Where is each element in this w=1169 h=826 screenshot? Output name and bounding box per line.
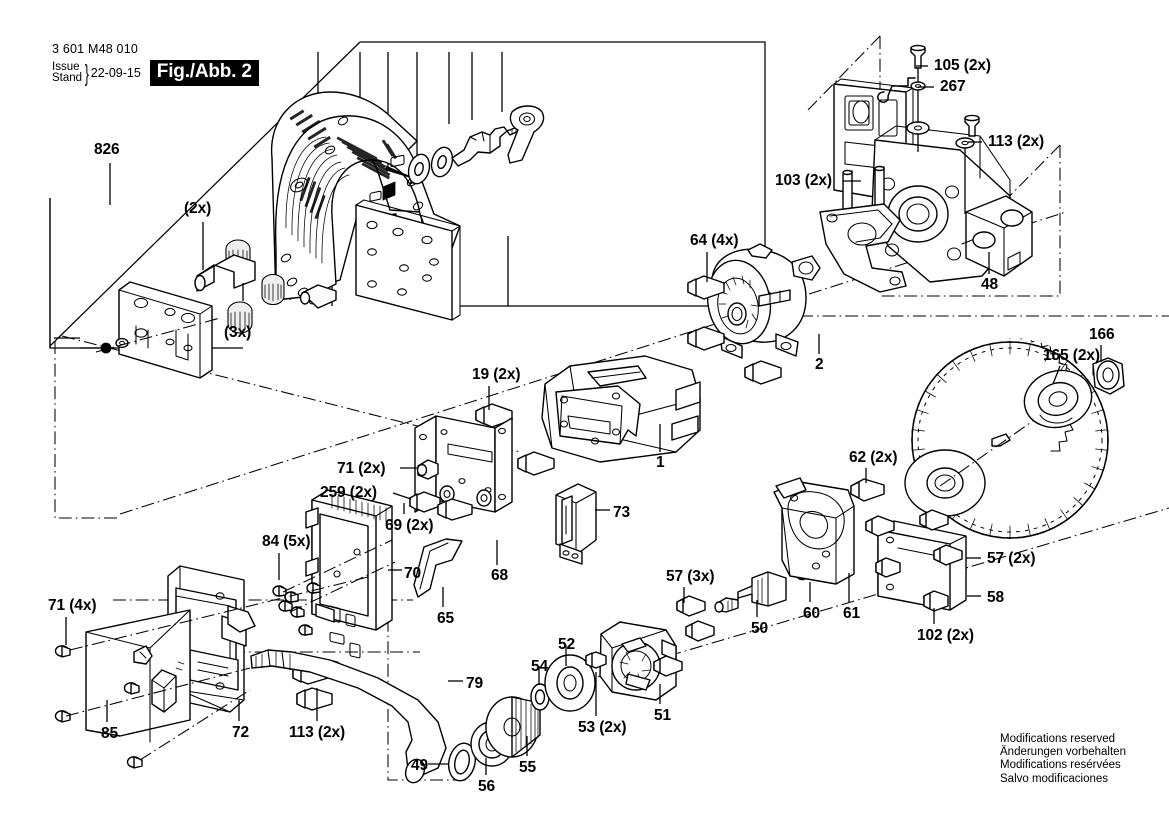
part-85-cover-plate bbox=[85, 609, 191, 743]
part-64-bolts bbox=[687, 275, 782, 385]
callout-68: 68 bbox=[491, 567, 509, 584]
callout-267: 267 bbox=[940, 78, 966, 95]
callout-61: 61 bbox=[843, 605, 861, 622]
callout-73: 73 bbox=[613, 504, 631, 521]
callout-165: 165 (2x) bbox=[1043, 347, 1100, 364]
callout-49: 49 bbox=[411, 757, 429, 774]
footer-line-es: Salvo modificaciones bbox=[1000, 772, 1109, 785]
callout-65: 65 bbox=[437, 610, 455, 627]
callout-166: 166 bbox=[1089, 326, 1115, 343]
footer-line-de: Änderungen vorbehalten bbox=[1000, 746, 1126, 759]
callout-2: 2 bbox=[815, 356, 824, 373]
part-50-spindle bbox=[714, 571, 787, 613]
callout-19: 19 (2x) bbox=[472, 366, 521, 383]
callout-105: 105 (2x) bbox=[934, 57, 991, 74]
part-65-trim bbox=[413, 538, 463, 598]
part-84-screws bbox=[272, 539, 396, 636]
part-267-clip bbox=[877, 77, 926, 103]
callout-56: 56 bbox=[478, 778, 496, 795]
callout-51: 51 bbox=[654, 707, 672, 724]
callout-259: 259 (2x) bbox=[320, 484, 377, 501]
part-113-screw-upper bbox=[955, 114, 980, 214]
callout-71-4x: 71 (4x) bbox=[48, 597, 97, 614]
callout-50: 50 bbox=[751, 620, 769, 637]
callout-84: 84 (5x) bbox=[262, 533, 311, 550]
part-49-seal bbox=[447, 742, 477, 782]
callout-3x-a: (3x) bbox=[224, 324, 252, 341]
footer-line-en: Modifications reserved bbox=[1000, 733, 1116, 745]
callout-55: 55 bbox=[519, 759, 537, 776]
saw-blade bbox=[904, 338, 1109, 539]
callout-52: 52 bbox=[558, 636, 576, 653]
leader-165 bbox=[1052, 365, 1061, 385]
part-57-pins-right bbox=[865, 509, 963, 566]
callout-69: 69 (2x) bbox=[385, 517, 434, 534]
callout-57-3x: 57 (3x) bbox=[666, 568, 715, 585]
callout-71-2x: 71 (2x) bbox=[337, 460, 386, 477]
part-19-bolts bbox=[475, 403, 555, 476]
callout-54: 54 bbox=[531, 658, 549, 675]
part-53-bolts bbox=[585, 651, 607, 669]
callout-102: 102 (2x) bbox=[917, 627, 974, 644]
part-826-mount-plate bbox=[355, 154, 461, 321]
callout-113-b: 113 (2x) bbox=[289, 724, 346, 741]
callout-leader-lines bbox=[65, 65, 1102, 775]
callout-79: 79 bbox=[466, 675, 484, 692]
part-105-washer bbox=[906, 121, 930, 135]
callout-2x-a: (2x) bbox=[184, 200, 212, 217]
callout-62: 62 (2x) bbox=[849, 449, 898, 466]
part-166-nut bbox=[1092, 357, 1125, 395]
callout-57-2x: 57 (2x) bbox=[987, 550, 1036, 567]
motor-mount-bracket bbox=[819, 203, 907, 293]
footer-notes: Modifications reserved Änderungen vorbeh… bbox=[1000, 733, 1126, 786]
part-2-motor bbox=[706, 243, 821, 359]
footer-line-fr: Modifications resérvées bbox=[1000, 759, 1121, 772]
issue-stand-label: Issue Stand bbox=[52, 60, 83, 85]
callout-85: 85 bbox=[101, 725, 119, 742]
part-826-end-plate bbox=[54, 281, 221, 379]
part-259-69-71-fasteners bbox=[409, 459, 492, 521]
part-826-lever-assembly bbox=[407, 105, 545, 185]
stand-label: Stand bbox=[52, 72, 83, 84]
callout-103: 103 (2x) bbox=[775, 172, 832, 189]
callout-826: 826 bbox=[94, 141, 120, 158]
callout-72: 72 bbox=[232, 724, 250, 741]
callout-60: 60 bbox=[803, 605, 821, 622]
part-70-electronics-module bbox=[305, 489, 393, 684]
part-102-bolts bbox=[875, 557, 949, 612]
part-79-hose bbox=[250, 649, 447, 784]
part-58-bracket bbox=[877, 520, 967, 611]
part-number: 3 601 M48 010 bbox=[52, 42, 138, 56]
part-62-bolts bbox=[850, 478, 885, 502]
part-73-shroud bbox=[555, 483, 597, 565]
callout-53: 53 (2x) bbox=[578, 719, 627, 736]
part-55-gear bbox=[485, 696, 541, 758]
figure-badge: Fig./Abb. 2 bbox=[149, 60, 259, 86]
callout-70: 70 bbox=[404, 565, 422, 582]
callout-64: 64 (4x) bbox=[690, 232, 739, 249]
issue-label: Issue bbox=[52, 60, 80, 73]
part-61-plate bbox=[773, 477, 855, 585]
diagram-header: 3 601 M48 010 Issue Stand } 22-09-15 Fig… bbox=[52, 42, 259, 86]
brace-glyph: } bbox=[84, 60, 90, 86]
leader-259 bbox=[392, 492, 412, 500]
part-71-screws-base bbox=[54, 575, 373, 769]
issue-date: 22-09-15 bbox=[90, 66, 141, 80]
callout-48: 48 bbox=[981, 276, 999, 293]
part-1-main-housing bbox=[541, 355, 701, 463]
part-52-bearing bbox=[544, 654, 596, 712]
part-51-gear-case bbox=[599, 621, 677, 701]
callout-58: 58 bbox=[987, 589, 1005, 606]
part-165-flange-washers bbox=[1023, 369, 1093, 429]
callout-113-a: 113 (2x) bbox=[988, 133, 1045, 150]
callout-1: 1 bbox=[656, 454, 665, 471]
part-826-fasteners bbox=[194, 239, 337, 334]
